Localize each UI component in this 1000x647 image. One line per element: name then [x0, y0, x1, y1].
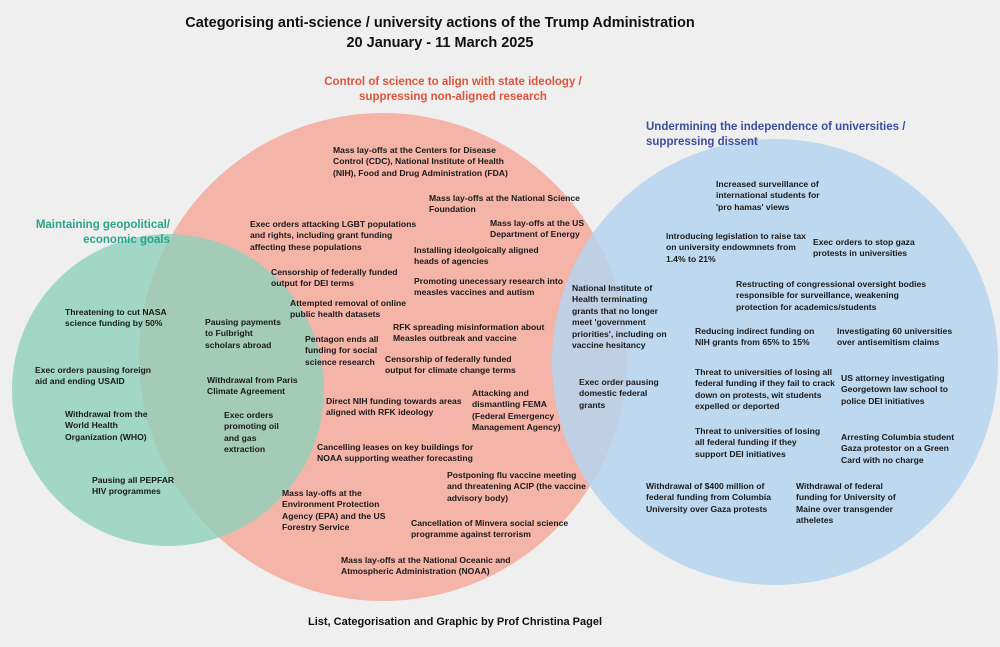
universities-circle — [552, 139, 998, 585]
universities-label-line-2: suppressing dissent — [646, 136, 758, 148]
list-item: Mass lay-offs at the National Science Fo… — [429, 193, 580, 215]
list-item: Postponing flu vaccine meeting and threa… — [447, 470, 586, 503]
list-item: Attacking and dismantling FEMA (Federal … — [472, 388, 561, 433]
list-item: RFK spreading misinformation about Measl… — [393, 322, 545, 344]
list-item: Exec orders to stop gaza protests in uni… — [813, 237, 915, 259]
list-item: Exec orders attacking LGBT populations a… — [250, 219, 417, 252]
title-line-1: Categorising anti-science / university a… — [185, 15, 695, 31]
list-item: Investigating 60 universities over antis… — [837, 326, 953, 348]
list-item: Promoting unecessary research into measl… — [414, 276, 564, 298]
geopolitical-label-line-2: economic goals — [83, 234, 170, 246]
list-item: Installing ideolgoically aligned heads o… — [414, 245, 539, 267]
list-item: Threat to universities of losing all fed… — [695, 426, 821, 459]
list-item: Pentagon ends all funding for social sci… — [305, 334, 379, 367]
science-category-label: Control of science to align with state i… — [308, 75, 598, 105]
list-item: Withdrawal of $400 million of federal fu… — [646, 481, 772, 514]
geopolitical-circle — [12, 234, 324, 546]
science-label-line-2: suppressing non-aligned research — [359, 91, 547, 103]
list-item: Threat to universities of losing all fed… — [695, 367, 835, 412]
list-item: Attempted removal of online public healt… — [290, 298, 407, 320]
universities-label-line-1: Undermining the independence of universi… — [646, 121, 906, 133]
list-item: Increased surveillance of international … — [716, 179, 820, 212]
list-item: US attorney investigating Georgetown law… — [841, 373, 948, 406]
list-item: Withdrawal from Paris Climate Agreement — [207, 375, 298, 397]
geopolitical-category-label: Maintaining geopolitical/ economic goals — [20, 218, 170, 248]
list-item: Mass lay-offs at the Environment Protect… — [282, 488, 386, 533]
list-item: Withdrawal from the World Health Organiz… — [65, 409, 148, 442]
list-item: Cancellation of Minvera social science p… — [411, 518, 569, 540]
list-item: Introducing legislation to raise tax on … — [666, 231, 806, 264]
list-item: Restructing of congressional oversight b… — [736, 279, 927, 312]
list-item: Cancelling leases on key buildings for N… — [317, 442, 474, 464]
list-item: Threatening to cut NASA science funding … — [65, 307, 167, 329]
list-item: Exec orders promoting oil and gas extrac… — [224, 410, 279, 455]
list-item: Exec orders pausing foreign aid and endi… — [35, 365, 152, 387]
list-item: Withdrawal of federal funding for Univer… — [796, 481, 896, 526]
list-item: Reducing indirect funding on NIH grants … — [695, 326, 815, 348]
list-item: Mass lay-offs at the National Oceanic an… — [341, 555, 511, 577]
credit-footer: List, Categorisation and Graphic by Prof… — [308, 616, 602, 628]
list-item: Censorship of federally funded output fo… — [385, 354, 516, 376]
list-item: Mass lay-offs at the Centers for Disease… — [333, 145, 508, 178]
list-item: National Institute of Health terminating… — [572, 283, 667, 351]
science-label-line-1: Control of science to align with state i… — [324, 76, 582, 88]
page-title: Categorising anti-science / university a… — [0, 13, 880, 53]
list-item: Mass lay-offs at the US Department of En… — [490, 218, 585, 240]
universities-category-label: Undermining the independence of universi… — [646, 120, 946, 150]
list-item: Arresting Columbia student Gaza protesto… — [841, 432, 955, 465]
title-line-2: 20 January - 11 March 2025 — [346, 35, 534, 51]
list-item: Pausing all PEPFAR HIV programmes — [92, 475, 175, 497]
list-item: Exec order pausing domestic federal gran… — [579, 377, 659, 410]
list-item: Censorship of federally funded output fo… — [271, 267, 398, 289]
list-item: Direct NIH funding towards areas aligned… — [326, 396, 462, 418]
geopolitical-label-line-1: Maintaining geopolitical/ — [35, 219, 170, 231]
list-item: Pausing payments to Fulbright scholars a… — [205, 317, 281, 350]
